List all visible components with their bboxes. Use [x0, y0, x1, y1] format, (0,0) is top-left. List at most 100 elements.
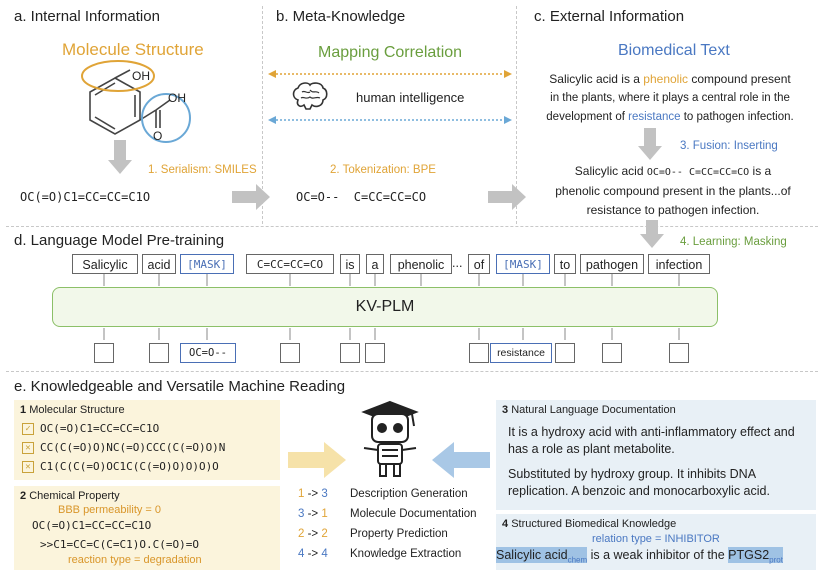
- input-token: pathogen: [580, 254, 644, 274]
- kv-plm-model-block: KV-PLM: [52, 287, 718, 327]
- input-token-mask: [MASK]: [180, 254, 234, 274]
- checkbox-crossed-icon: ✕: [22, 442, 34, 454]
- input-token-smiles: C=CC=CC=CO: [246, 254, 334, 274]
- fused-text-a: Salicylic acid: [574, 164, 647, 178]
- output-box: [365, 343, 385, 363]
- input-token: acid: [142, 254, 176, 274]
- reaction-label: reaction type = degradation: [68, 554, 202, 566]
- box1-header: 1 Molecular Structure: [20, 404, 125, 416]
- bio-text-line-2: in the plants, where it plays a central …: [550, 92, 790, 104]
- divider-bc: [516, 6, 517, 224]
- panel-e-title: e. Knowledgeable and Versatile Machine R…: [14, 378, 346, 395]
- input-token: to: [554, 254, 576, 274]
- right-arrow-ab: [232, 184, 270, 210]
- box2-num: 2: [20, 490, 27, 502]
- brain-label: human intelligence: [356, 90, 465, 105]
- down-arrow-a: [108, 140, 132, 174]
- box1-num: 1: [20, 404, 27, 416]
- box2-title: Chemical Property: [29, 490, 120, 502]
- panel-d-title: d. Language Model Pre-training: [14, 232, 225, 249]
- divider-mid: [6, 371, 818, 372]
- task-item: 4 -> 4 Knowledge Extraction: [298, 548, 498, 568]
- input-token: of: [468, 254, 490, 274]
- panel-c-title: c. External Information: [534, 8, 685, 25]
- property-smiles-2: >>C1=CC=C(C=C1)O.C(=O)=O: [40, 538, 199, 551]
- task-label: Knowledge Extraction: [350, 548, 462, 560]
- entity-chem: Salicylic acidchem: [496, 547, 588, 565]
- panel-b-title: b. Meta-Knowledge: [276, 8, 406, 25]
- entity-prot: PTGS2prot: [728, 547, 783, 565]
- benzene-ring: [89, 77, 141, 135]
- output-box: [669, 343, 689, 363]
- box3-header: 3 Natural Language Documentation: [502, 404, 676, 416]
- input-token: infection: [648, 254, 710, 274]
- checkbox-checked-icon: ✓: [22, 423, 34, 435]
- task-mapping: 2 -> 2: [298, 528, 328, 540]
- panel-a-smiles: OC(=O)C1=CC=CC=C1O: [20, 190, 151, 204]
- down-arrow-c: [638, 128, 662, 160]
- brain-icon: [292, 82, 328, 110]
- mol-smiles-2: CC(C(=O)O)NC(=O)CCC(C(=O)O)N: [40, 441, 226, 454]
- task-label: Molecule Documentation: [350, 508, 477, 520]
- task-mapping: 1 -> 3: [298, 488, 328, 500]
- fused-text-b: is a: [749, 164, 772, 178]
- panel-b-tokens: OC=O-- C=CC=CC=CO: [296, 190, 427, 204]
- atom-oh-2: OH: [168, 91, 186, 105]
- panel-c-step: 3. Fusion: Inserting: [680, 140, 778, 152]
- task-item: 3 -> 1 Molecule Documentation: [298, 508, 498, 528]
- bio-text-line-3: development of resistance to pathogen in…: [522, 108, 818, 127]
- knowledge-box: 4 Structured Biomedical Knowledge relati…: [496, 514, 816, 570]
- fused-text-line-2: phenolic compound present in the plants.…: [555, 184, 791, 198]
- input-token-mask: [MASK]: [496, 254, 550, 274]
- bio-text-line-1: Salicylic acid is a phenolic compound pr…: [522, 70, 818, 89]
- task-list: 1 -> 3 Description Generation 3 -> 1 Mol…: [298, 488, 498, 568]
- box3-num: 3: [502, 404, 509, 416]
- task-mapping: 4 -> 4: [298, 548, 328, 560]
- output-box-prediction: resistance: [490, 343, 552, 363]
- output-prediction-word: resistance: [497, 347, 545, 359]
- relation-label: relation type = INHIBITOR: [592, 533, 720, 545]
- mol-smiles-3: C1(C(C(=O)OC1C(C(=O)O)O)O)O: [40, 460, 219, 473]
- doc-para-2: Substituted by hydroxy group. It inhibit…: [508, 467, 770, 498]
- output-box: [94, 343, 114, 363]
- panel-b-subtitle: Mapping Correlation: [318, 44, 463, 61]
- panel-a-step: 1. Serialism: SMILES: [148, 164, 257, 176]
- knowledge-middle: is a weak inhibitor of the: [587, 548, 729, 562]
- atom-o: O: [153, 129, 162, 143]
- fused-text-line-3: resistance to pathogen infection.: [586, 203, 760, 217]
- mol-line-1: ✓OC(=O)C1=CC=CC=C1O: [22, 422, 159, 435]
- panel-a-title: a. Internal Information: [14, 8, 160, 25]
- mol-line-3: ✕C1(C(C(=O)OC1C(C(=O)O)O)O)O: [22, 460, 219, 473]
- robot-icon: [361, 400, 419, 477]
- bio-text-1d: to pathogen infection.: [680, 111, 794, 123]
- task-label: Property Prediction: [350, 528, 448, 540]
- token-connectors: [103, 274, 680, 340]
- input-token: is: [340, 254, 360, 274]
- ellipsis: ...: [452, 256, 463, 270]
- output-box-prediction: OC=O--: [180, 343, 236, 363]
- right-arrow-bc: [488, 184, 526, 210]
- kv-plm-label: KV-PLM: [355, 298, 415, 315]
- bbb-label: BBB permeability = 0: [58, 504, 162, 516]
- output-prediction-smiles: OC=O--: [189, 347, 227, 359]
- knowledge-sentence: Salicylic acidchem is a weak inhibitor o…: [496, 547, 783, 565]
- chemical-property-box: 2 Chemical Property BBB permeability = 0…: [14, 486, 280, 570]
- input-token: a: [366, 254, 384, 274]
- bio-highlight-phenolic: phenolic: [643, 72, 688, 86]
- arrow-from-right: [432, 442, 490, 478]
- box3-title: Natural Language Documentation: [511, 404, 676, 416]
- output-box: [469, 343, 489, 363]
- output-box: [280, 343, 300, 363]
- box4-title: Structured Biomedical Knowledge: [511, 518, 677, 530]
- property-smiles-1: OC(=O)C1=CC=CC=C1O: [32, 519, 152, 532]
- carboxyl-highlight: [141, 93, 191, 143]
- output-box: [602, 343, 622, 363]
- task-item: 1 -> 3 Description Generation: [298, 488, 498, 508]
- box4-num: 4: [502, 518, 509, 530]
- box2-header: 2 Chemical Property: [20, 490, 120, 502]
- hydroxyl-highlight: [81, 60, 155, 92]
- molecule-structure-diagram: OH OH O: [81, 60, 191, 143]
- panel-d-step: 4. Learning: Masking: [680, 236, 787, 248]
- task-item: 2 -> 2 Property Prediction: [298, 528, 498, 548]
- output-box: [149, 343, 169, 363]
